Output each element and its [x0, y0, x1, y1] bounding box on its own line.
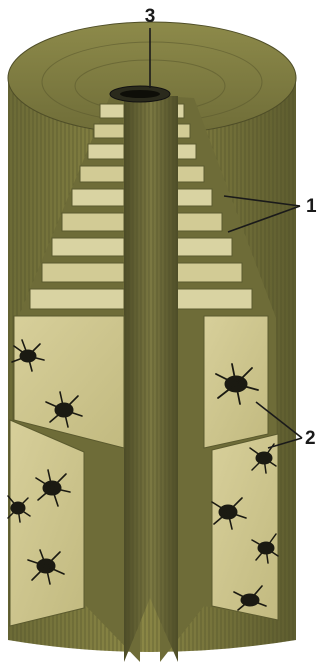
callout-label-2: 2 — [305, 428, 316, 449]
haversian-canal-lumen — [120, 90, 160, 98]
central-canal-texture — [124, 96, 178, 662]
callout-label-3: 3 — [145, 6, 156, 27]
callout-label-1: 1 — [306, 196, 317, 217]
cell-face-left-lower — [10, 420, 84, 626]
